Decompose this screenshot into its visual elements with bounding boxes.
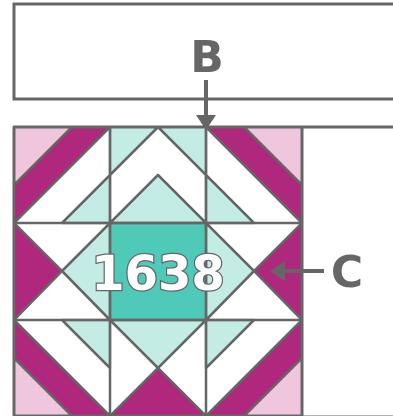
label-c: C xyxy=(331,247,363,298)
block-number: 1638 xyxy=(91,246,225,302)
label-b: B xyxy=(190,32,224,83)
